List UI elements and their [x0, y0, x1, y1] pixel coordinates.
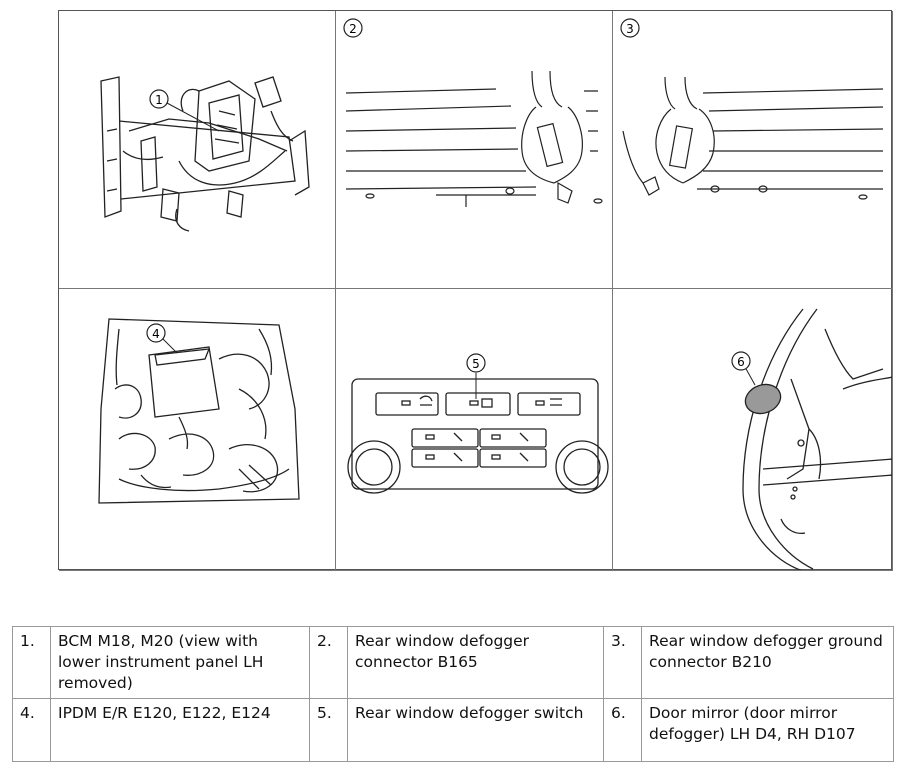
callout-2-circle — [343, 18, 363, 38]
callout-3-circle — [620, 18, 640, 38]
legend-number: 5. — [309, 698, 348, 762]
callout-4: 4 — [152, 327, 160, 341]
panel-bcm: 1 — [59, 11, 336, 289]
legend-text: Rear window defogger ground connector B2… — [641, 626, 894, 699]
legend-number: 3. — [603, 626, 642, 699]
legend-number: 6. — [603, 698, 642, 762]
legend-number: 1. — [12, 626, 51, 699]
ground-connector-illustration: 3 — [620, 18, 884, 200]
legend-text: Rear window defogger switch — [347, 698, 604, 762]
callout-6: 6 — [737, 355, 745, 369]
bcm-illustration: 1 — [100, 76, 310, 232]
legend-text: BCM M18, M20 (view with lower instrument… — [50, 626, 310, 699]
panel-defogger-connector: 2 — [336, 11, 613, 289]
component-location-figure: 1 — [58, 10, 893, 571]
legend-text: Door mirror (door mirror defogger) LH D4… — [641, 698, 894, 762]
legend-row: 4. IPDM E/R E120, E122, E124 5. Rear win… — [12, 698, 894, 762]
callout-5: 5 — [472, 357, 480, 371]
legend-number: 2. — [309, 626, 348, 699]
defogger-connector-illustration: 2 — [343, 18, 603, 207]
callout-1: 1 — [155, 93, 163, 107]
door-mirror-illustration: 6 — [731, 308, 892, 570]
panel-ipdm: 4 — [59, 289, 336, 571]
legend-text: Rear window defogger connector B165 — [347, 626, 604, 699]
mirror-defogger-pad — [744, 383, 782, 415]
callout-2: 2 — [349, 22, 357, 36]
panel-door-mirror: 6 — [613, 289, 893, 571]
legend-number: 4. — [12, 698, 51, 762]
legend-text: IPDM E/R E120, E122, E124 — [50, 698, 310, 762]
legend-row: 1. BCM M18, M20 (view with lower instrum… — [12, 626, 894, 699]
panel-defogger-ground-connector: 3 — [613, 11, 893, 289]
callout-5-circle — [466, 353, 486, 373]
callout-4-circle — [146, 323, 166, 343]
panel-defogger-switch: 5 — [336, 289, 613, 571]
callout-3: 3 — [626, 22, 634, 36]
callout-1-circle — [149, 89, 169, 109]
defogger-switch-illustration: 5 — [347, 353, 609, 494]
callout-6-circle — [731, 351, 751, 371]
legend-table: 1. BCM M18, M20 (view with lower instrum… — [12, 626, 894, 762]
ipdm-illustration: 4 — [98, 318, 300, 504]
